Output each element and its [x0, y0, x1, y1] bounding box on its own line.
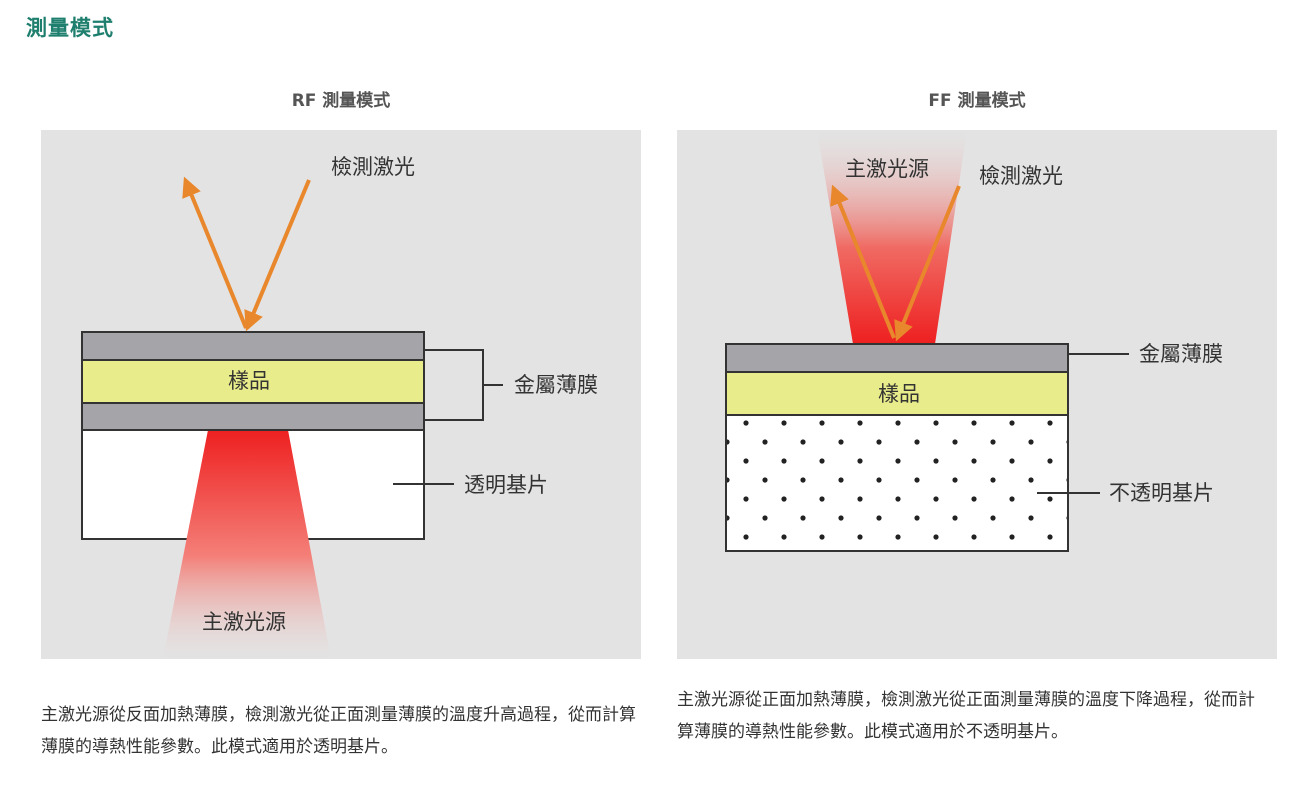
ff-sample-label: 樣品	[878, 382, 920, 406]
ff-main-laser-label: 主激光源	[845, 157, 929, 181]
detect-laser-reflected-arrow	[182, 176, 248, 329]
detect-laser-incoming-arrow	[894, 185, 961, 342]
rf-sample-label: 樣品	[228, 369, 270, 393]
ff-substrate-label: 不透明基片	[1109, 481, 1214, 505]
metal-film	[725, 343, 1069, 373]
rf-panel-title: RF 測量模式	[291, 91, 391, 111]
main-laser-beam	[817, 130, 967, 344]
detect-laser-reflected-arrow	[830, 184, 896, 339]
rf-detect-laser-label: 檢測激光	[331, 155, 415, 179]
page-title: 測量模式	[26, 16, 114, 40]
rf-main-laser-label: 主激光源	[202, 610, 286, 634]
rf-diagram: 檢測激光 樣品 金屬薄膜 透明基片 主激光源	[41, 130, 641, 659]
metal-film-bottom	[81, 402, 425, 431]
rf-substrate-label: 透明基片	[464, 473, 548, 497]
ff-metal-film-label: 金屬薄膜	[1139, 342, 1223, 366]
rf-caption: 主激光源從反面加熱薄膜，檢測激光從正面測量薄膜的溫度升高過程，從而計算薄膜的導熱…	[41, 705, 636, 757]
main-laser-beam	[163, 430, 331, 659]
metal-film-top	[81, 331, 425, 361]
detect-laser-incoming-arrow	[244, 179, 311, 332]
metal-film-bracket	[425, 349, 484, 421]
sample-layer	[725, 371, 1069, 416]
ff-caption: 主激光源從正面加熱薄膜，檢測激光從正面測量薄膜的溫度下降過程，從而計算薄膜的導熱…	[677, 690, 1255, 742]
rf-metal-film-label: 金屬薄膜	[514, 373, 598, 397]
ff-panel-title: FF 測量模式	[928, 91, 1026, 111]
ff-detect-laser-label: 檢測激光	[979, 164, 1063, 188]
ff-diagram: 主激光源 檢測激光 金屬薄膜 樣品 不透明基片	[677, 130, 1277, 659]
